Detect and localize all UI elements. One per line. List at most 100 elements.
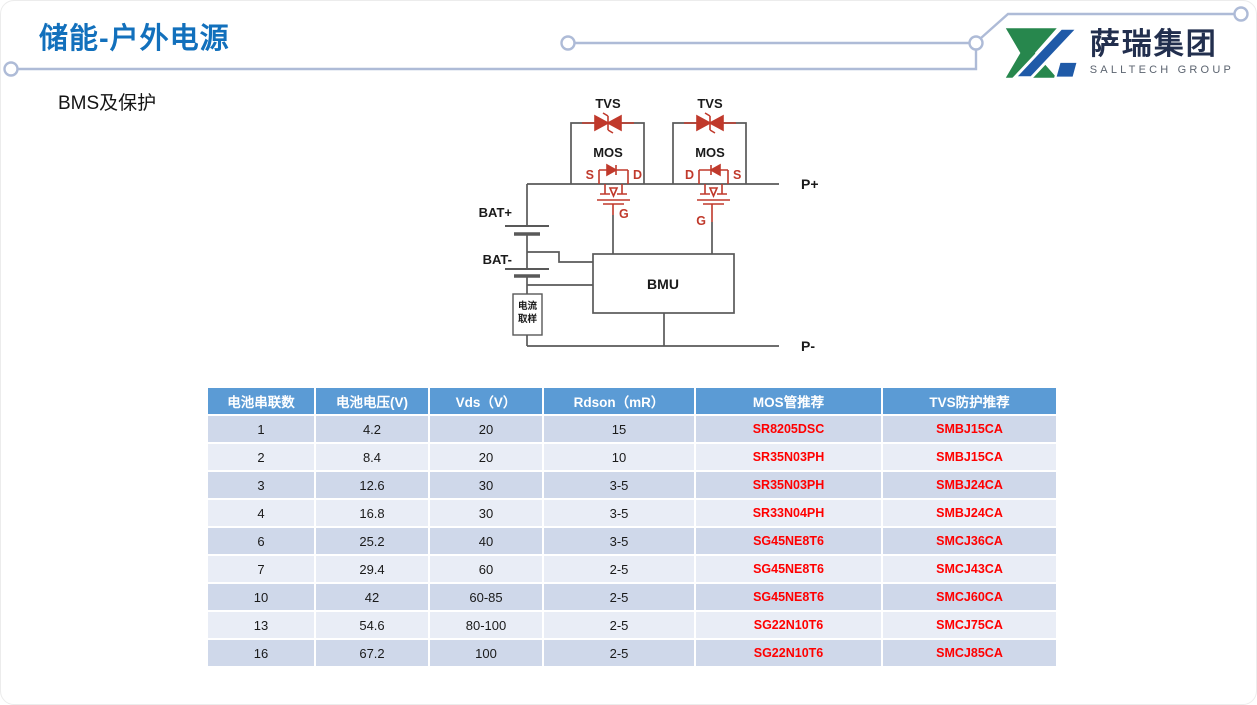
table-cell: 20: [430, 444, 542, 470]
table-cell: 12.6: [316, 472, 428, 498]
table-cell: 3-5: [544, 500, 694, 526]
table-cell: 60: [430, 556, 542, 582]
column-header-2: Vds（V）: [430, 388, 542, 414]
mos2-d-label: D: [685, 168, 694, 182]
table-cell: 2-5: [544, 556, 694, 582]
table-cell: SMCJ43CA: [883, 556, 1056, 582]
table-cell: 16: [208, 640, 314, 666]
table-cell: 13: [208, 612, 314, 638]
table-cell: 54.6: [316, 612, 428, 638]
table-cell: 80-100: [430, 612, 542, 638]
table-cell: SR35N03PH: [696, 444, 881, 470]
table-cell: 100: [430, 640, 542, 666]
column-header-5: TVS防护推荐: [883, 388, 1056, 414]
table-cell: 20: [430, 416, 542, 442]
table-cell: 25.2: [316, 528, 428, 554]
table-cell: 10: [208, 584, 314, 610]
logo-name-en: SALLTECH GROUP: [1089, 64, 1234, 76]
table-cell: SMBJ15CA: [883, 444, 1056, 470]
column-header-4: MOS管推荐: [696, 388, 881, 414]
mos2-label: MOS: [695, 145, 725, 160]
table-cell: SR8205DSC: [696, 416, 881, 442]
table-cell: 10: [544, 444, 694, 470]
table-cell: 4: [208, 500, 314, 526]
section-subtitle: BMS及保护: [58, 93, 157, 114]
table-cell: 7: [208, 556, 314, 582]
mos2-g-label: G: [696, 214, 706, 228]
company-logo: 萨瑞集团 SALLTECH GROUP: [1000, 25, 1234, 81]
table-cell: SG22N10T6: [696, 612, 881, 638]
mosfet-1-icon: [597, 163, 630, 215]
table-cell: 1: [208, 416, 314, 442]
table-cell: SR35N03PH: [696, 472, 881, 498]
table-cell: SG22N10T6: [696, 640, 881, 666]
logo-name-cn: 萨瑞集团: [1089, 28, 1218, 61]
table-cell: 30: [430, 500, 542, 526]
table-cell: 67.2: [316, 640, 428, 666]
table-cell: 2-5: [544, 584, 694, 610]
current-sample-label-2: 取样: [518, 313, 538, 325]
table-cell: SMCJ36CA: [883, 528, 1056, 554]
table-cell: 16.8: [316, 500, 428, 526]
table-cell: 3: [208, 472, 314, 498]
table-cell: 30: [430, 472, 542, 498]
table-cell: SMBJ15CA: [883, 416, 1056, 442]
table-cell: SMCJ75CA: [883, 612, 1056, 638]
p-plus-label: P+: [801, 176, 819, 192]
mos2-s-label: S: [733, 168, 741, 182]
table-cell: SG45NE8T6: [696, 528, 881, 554]
bat-minus-label: BAT-: [483, 252, 512, 267]
mos1-d-label: D: [633, 168, 642, 182]
table-cell: 2-5: [544, 612, 694, 638]
logo-mark-icon: [1005, 26, 1080, 80]
table-cell: SMBJ24CA: [883, 472, 1056, 498]
p-minus-label: P-: [801, 338, 815, 354]
table-cell: 2: [208, 444, 314, 470]
table-cell: SG45NE8T6: [696, 584, 881, 610]
column-header-3: Rdson（mR）: [544, 388, 694, 414]
table-cell: 40: [430, 528, 542, 554]
table-cell: 60-85: [430, 584, 542, 610]
table-cell: 29.4: [316, 556, 428, 582]
tvs-diode-icon: [582, 112, 736, 134]
table-cell: 15: [544, 416, 694, 442]
table-cell: SG45NE8T6: [696, 556, 881, 582]
table-cell: 8.4: [316, 444, 428, 470]
table-cell: 2-5: [544, 640, 694, 666]
mos1-g-label: G: [619, 207, 629, 221]
bmu-label: BMU: [647, 276, 679, 292]
table-cell: 4.2: [316, 416, 428, 442]
tvs1-label: TVS: [595, 96, 621, 111]
tvs2-label: TVS: [697, 96, 723, 111]
column-header-0: 电池串联数: [208, 388, 314, 414]
page-title: 储能-户外电源: [39, 23, 230, 55]
bmu-box: BMU: [592, 253, 735, 314]
table-cell: SMCJ60CA: [883, 584, 1056, 610]
table-cell: 6: [208, 528, 314, 554]
mos1-s-label: S: [586, 168, 594, 182]
mos1-label: MOS: [593, 145, 623, 160]
table-cell: SR33N04PH: [696, 500, 881, 526]
current-sample-box: 电流 取样: [512, 293, 543, 336]
column-header-1: 电池电压(V): [316, 388, 428, 414]
current-sample-label-1: 电流: [518, 300, 538, 312]
table-cell: 3-5: [544, 472, 694, 498]
table-cell: SMCJ85CA: [883, 640, 1056, 666]
table-cell: 3-5: [544, 528, 694, 554]
mosfet-2-icon: [697, 163, 730, 222]
table-cell: 42: [316, 584, 428, 610]
